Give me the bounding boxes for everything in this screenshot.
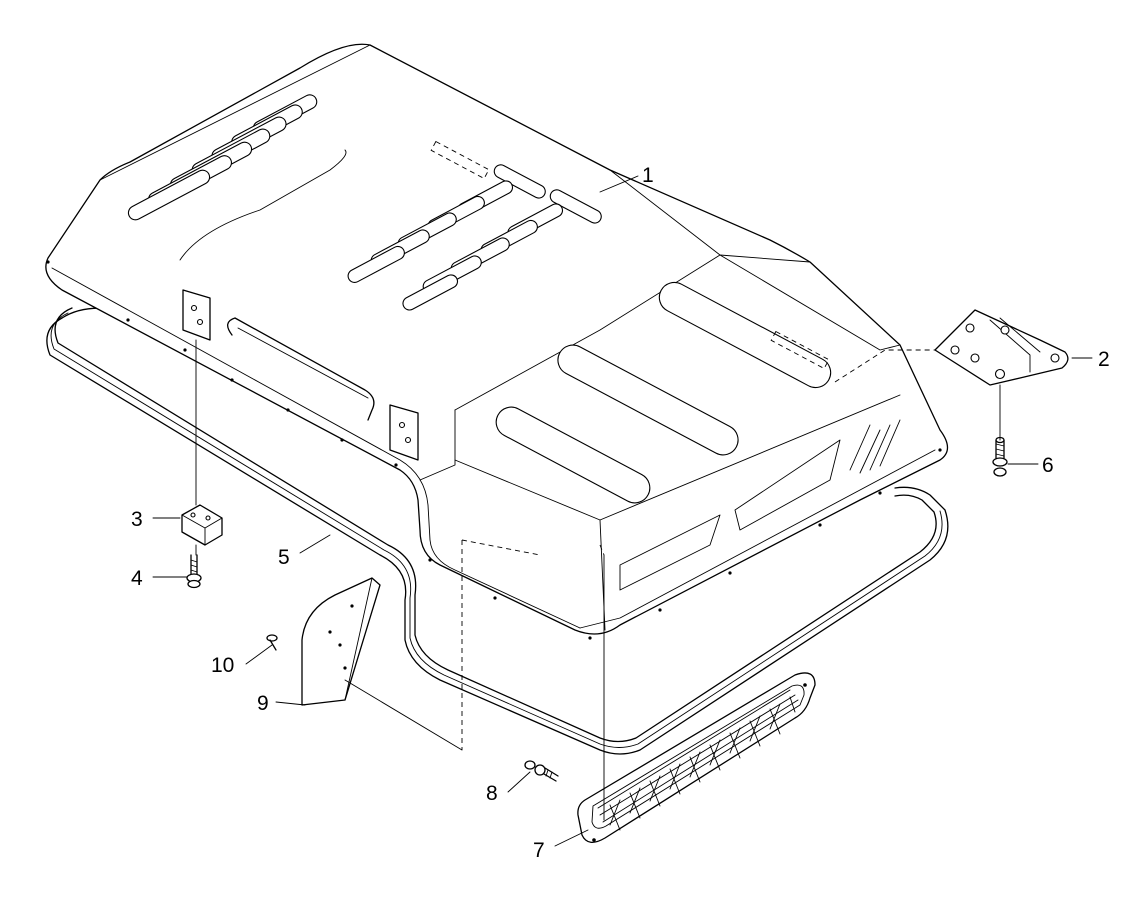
prop-rod — [227, 317, 375, 421]
label-plate-outline-2 — [770, 330, 830, 370]
rim-fasteners — [46, 260, 942, 640]
corner-louvers — [849, 419, 901, 474]
assembly-lines — [195, 339, 1001, 821]
callout-5: 5 — [278, 546, 290, 569]
plate — [301, 577, 381, 706]
screw-plate — [266, 634, 278, 651]
bolt-grille — [524, 760, 559, 782]
callout-8: 8 — [486, 782, 498, 805]
grille — [577, 672, 816, 843]
raised-panels — [495, 281, 832, 504]
grille-mesh — [597, 689, 799, 831]
hood-body — [45, 43, 949, 640]
callout-2: 2 — [1098, 348, 1110, 371]
bolt-block — [186, 554, 202, 589]
hinge — [934, 309, 1069, 386]
label-plate-outline — [430, 140, 490, 180]
side-opening-1 — [734, 439, 841, 531]
vent-slots-center — [347, 164, 602, 311]
callout-labels: 1 2 3 4 5 6 7 8 9 10 — [131, 164, 1110, 862]
callout-7: 7 — [533, 839, 545, 862]
vent-slots-left — [127, 94, 318, 221]
callout-3: 3 — [131, 508, 143, 531]
side-opening-2 — [619, 514, 721, 591]
latch-bracket-right — [389, 404, 419, 461]
callout-4: 4 — [131, 567, 143, 590]
callout-1: 1 — [642, 164, 654, 187]
latch-bracket-left — [182, 289, 211, 341]
bolt-hinge — [992, 436, 1008, 477]
callout-10: 10 — [211, 654, 234, 677]
callout-9: 9 — [257, 692, 269, 715]
callout-leaders — [152, 175, 1093, 847]
callout-6: 6 — [1042, 454, 1054, 477]
block — [181, 504, 223, 546]
